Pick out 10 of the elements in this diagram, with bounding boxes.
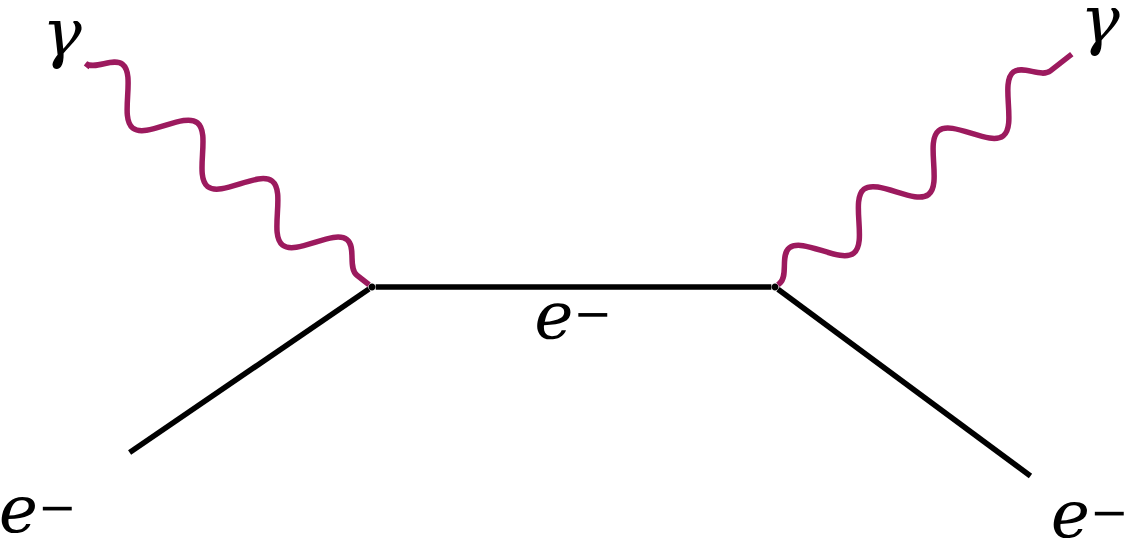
particle-label: γ — [1086, 7, 1120, 56]
particle-label: γ — [48, 20, 82, 69]
straight-line — [128, 286, 371, 455]
straight-line — [776, 287, 1033, 479]
straight-line — [375, 284, 772, 290]
wavy-line — [82, 59, 371, 287]
particle-label: e$^{−}$ — [1, 496, 72, 534]
particle-label: e$^{−}$ — [1053, 501, 1124, 539]
wavy-line — [776, 51, 1074, 287]
edge-label: e$^{−}$ — [532, 301, 615, 342]
